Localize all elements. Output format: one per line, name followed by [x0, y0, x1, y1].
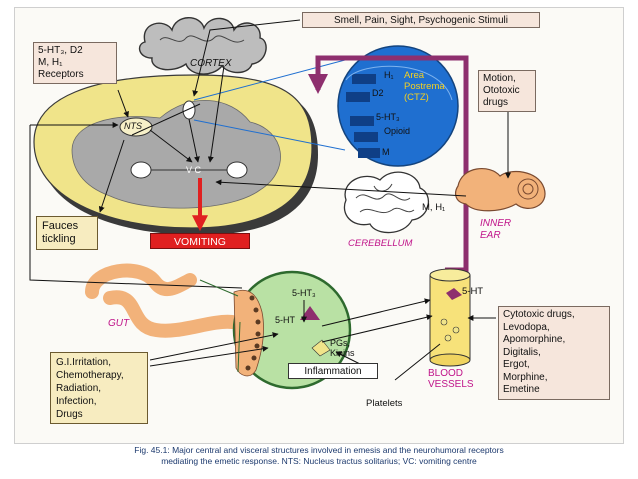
gut-label: GUT [108, 318, 130, 329]
nts-receptor-line: 5-HT₃, D2 [38, 45, 83, 56]
caption-line-1: Fig. 45.1: Major central and visceral st… [134, 445, 504, 455]
gut-5ht-label: 5-HT [275, 315, 295, 325]
gi-cause-line: Infection, [56, 396, 97, 407]
ctz-receptor-m: M [382, 147, 390, 157]
nts-receptor-line: M, H₁ [38, 57, 63, 68]
ctz-receptor-opioid: Opioid [384, 126, 411, 136]
inflammation-label: Inflammation [304, 366, 362, 377]
vomiting-label: VOMITING [174, 236, 226, 248]
nts-receptors-box: 5-HT₃, D2 M, H₁ Receptors [33, 42, 117, 84]
inner-ear-line: INNER [480, 218, 512, 229]
fauces-line: tickling [42, 233, 76, 245]
pgs-label: PGs, Kinins [330, 338, 355, 358]
cerebellum-label: CEREBELLUM [348, 238, 413, 249]
ctz-title-line: Postrema [404, 81, 445, 92]
stimuli-box: Smell, Pain, Sight, Psychogenic Stimuli [302, 12, 540, 28]
drug-line: Digitalis, [503, 346, 541, 358]
ctz-title-line: Area [404, 70, 425, 81]
gut-5ht3-label: 5-HT₃ [292, 288, 316, 298]
drug-line: Cytotoxic drugs, [503, 309, 575, 320]
caption-line-2: mediating the emetic response. NTS: Nucl… [161, 456, 477, 466]
blood-vessels-label: BLOOD VESSELS [428, 368, 474, 390]
inner-ear-label: INNER EAR [480, 218, 511, 242]
cortex-shape [138, 17, 267, 75]
pgs-line: PGs, [330, 338, 351, 348]
drug-line: Apomorphine, [503, 334, 566, 345]
inflammation-box: Inflammation [288, 363, 378, 379]
cortex-label: CORTEX [190, 58, 232, 69]
gut-shape [85, 263, 239, 338]
nts-label: NTS [124, 121, 142, 131]
vomiting-box: VOMITING [150, 233, 250, 249]
gi-causes-box: G.I.Irritation, Chemotherapy, Radiation,… [50, 352, 148, 424]
gi-cause-line: Chemotherapy, [56, 370, 124, 381]
gi-cause-line: G.I.Irritation, [56, 357, 112, 368]
vessel-5ht-label: 5-HT [462, 286, 484, 297]
motion-line: Ototoxic [483, 85, 520, 96]
neural-pathways [29, 19, 511, 381]
vc-label: V C [186, 165, 202, 175]
gi-cause-line: Drugs [56, 409, 83, 420]
nts-nucleus [119, 117, 153, 137]
ctz-receptor-h1: H₁ [384, 70, 394, 80]
motion-line: Motion, [483, 73, 516, 84]
stimuli-label: Smell, Pain, Sight, Psychogenic Stimuli [334, 15, 508, 26]
gut-zoom-line [237, 321, 241, 373]
cerebellum-shape [343, 171, 430, 234]
gut-mucosa-circle [232, 270, 352, 390]
nts-receptor-line: Receptors [38, 69, 84, 80]
drugs-box: Cytotoxic drugs, Levodopa, Apomorphine, … [498, 306, 610, 400]
motion-box: Motion, Ototoxic drugs [478, 70, 536, 112]
drug-line: Levodopa, [503, 321, 550, 333]
blood-vessels-line: VESSELS [428, 379, 474, 390]
gut-zoom-line [199, 279, 239, 297]
drug-line: Ergot, [503, 359, 530, 370]
ctz-receptor-d2: D2 [372, 88, 384, 98]
ctz-title: Area Postrema (CTZ) [404, 70, 456, 103]
blood-vessel-shape [429, 268, 471, 367]
medulla-section [33, 74, 318, 235]
motion-line: drugs [483, 97, 509, 108]
fauces-line: Fauces [42, 220, 79, 232]
drug-line: Emetine [503, 384, 540, 395]
inner-ear-line: EAR [480, 230, 501, 241]
inner-ear-shape [455, 168, 546, 212]
figure-caption: Fig. 45.1: Major central and visceral st… [28, 445, 610, 467]
ctz-title-line: (CTZ) [404, 92, 429, 103]
gi-cause-line: Radiation, [56, 383, 102, 394]
fauces-box: Fauces tickling [36, 216, 98, 250]
blood-vessels-line: BLOOD [428, 368, 464, 379]
ctz-zoom-line [193, 119, 346, 151]
ctz-receptor-5ht3: 5-HT₃ [376, 112, 400, 122]
inner-ear-receptors: M, H₁ [422, 202, 446, 213]
pgs-line: Kinins [330, 348, 355, 358]
platelets-label: Platelets [366, 398, 403, 409]
drug-line: Morphine, [503, 371, 548, 383]
ctz-circle [337, 45, 459, 167]
